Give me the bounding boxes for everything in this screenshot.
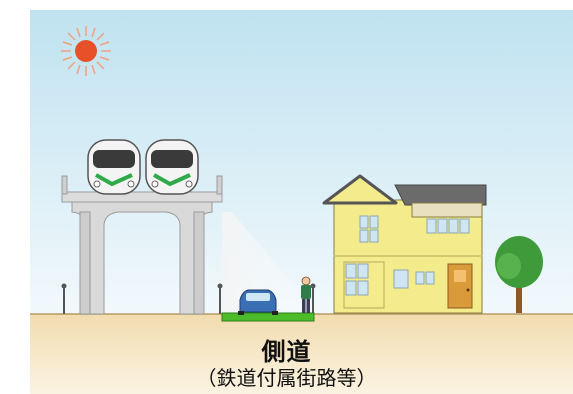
tree-icon [495, 236, 543, 313]
train-icon [87, 139, 141, 195]
fence-posts [61, 283, 316, 314]
sun-icon [61, 26, 111, 76]
ground [30, 314, 573, 394]
train-icon [145, 139, 199, 195]
car-icon [238, 289, 278, 315]
person-icon [301, 276, 311, 313]
side-road-strip [221, 312, 315, 322]
viaduct [61, 175, 223, 315]
caption-subtitle: （鉄道付属街路等） [196, 366, 377, 390]
house-icon [322, 174, 487, 314]
caption-title: 側道 [261, 338, 312, 366]
light-beam [222, 212, 318, 314]
